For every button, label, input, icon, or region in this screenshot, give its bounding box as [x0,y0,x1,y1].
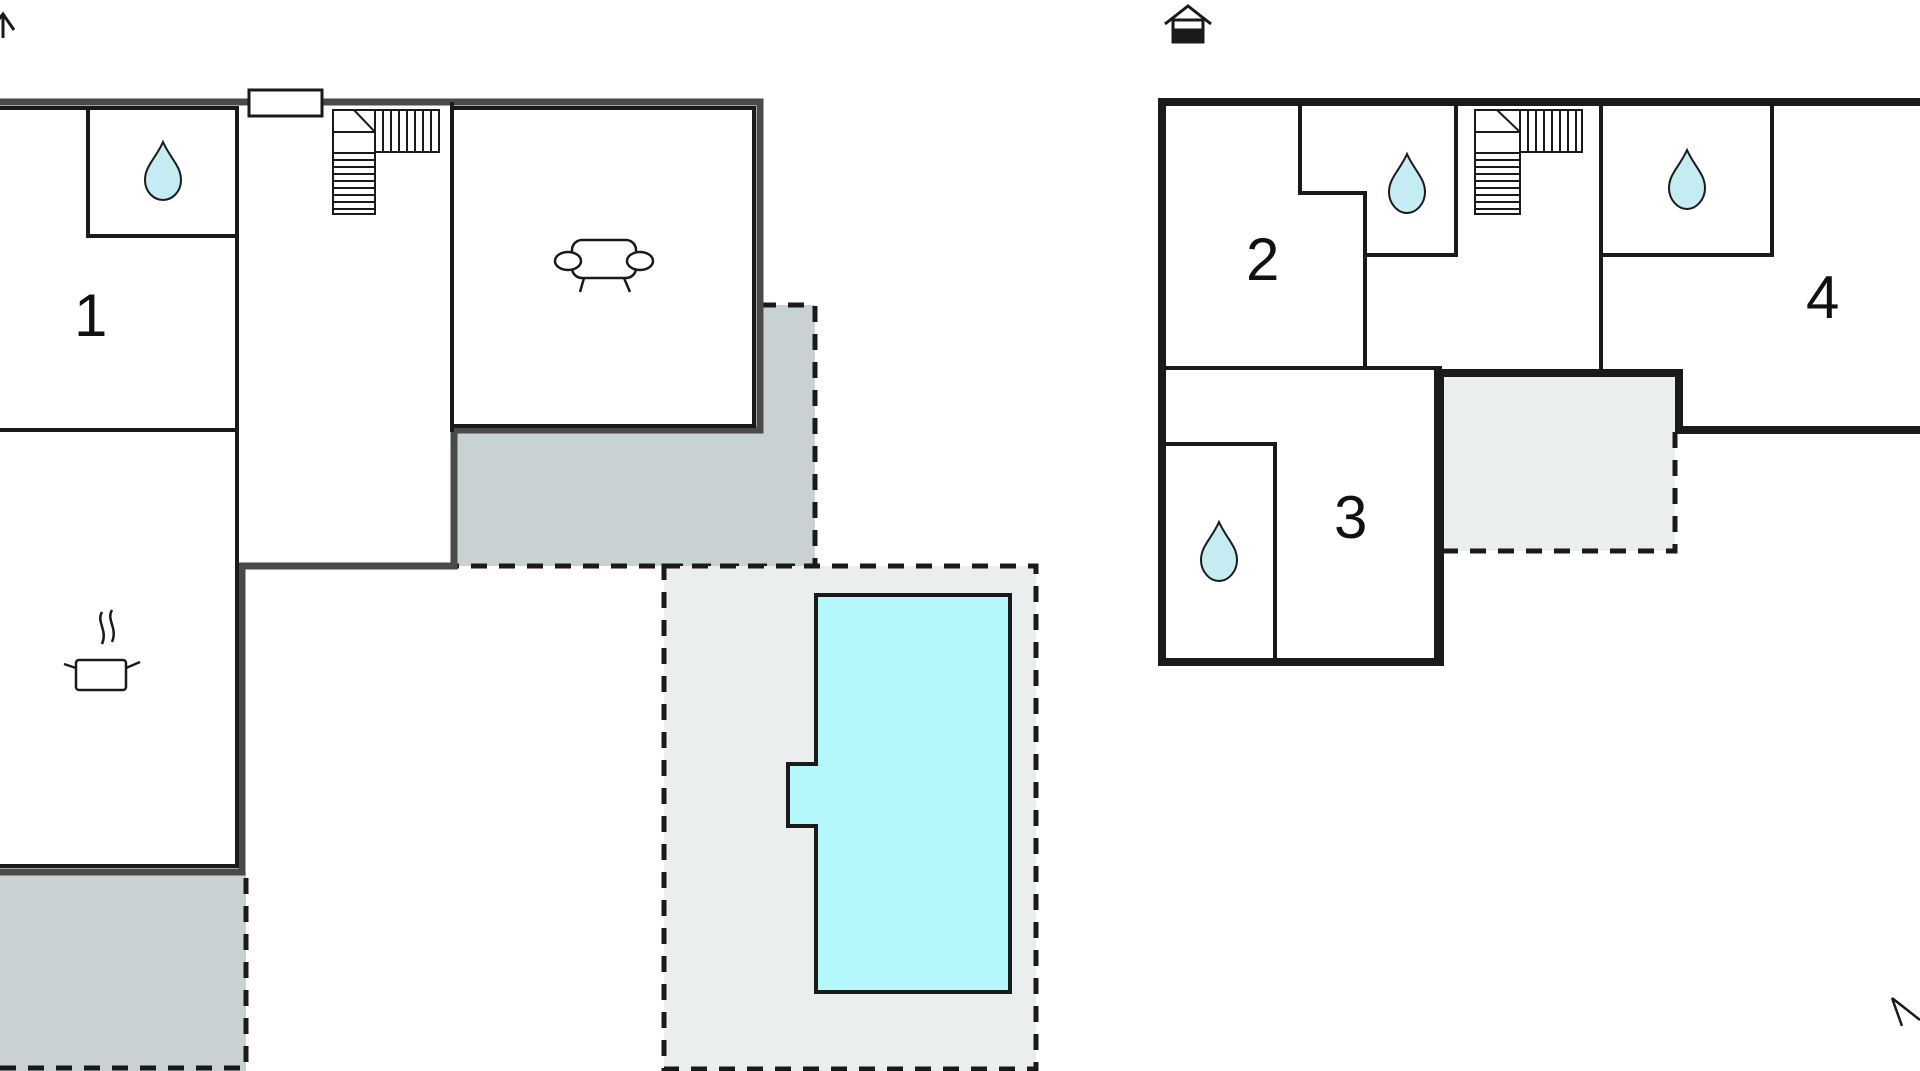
water-drop-icon [1199,519,1239,583]
pool-deck-border [661,563,1039,1071]
upper-floor: 2 3 4 [1158,4,1920,1027]
water-drop-icon [1667,147,1707,211]
water-drop-icon [143,139,183,202]
stairs-icon [1474,109,1583,215]
terrace-bottom-left [0,872,246,1071]
room-number-3: 3 [1334,484,1367,551]
north-arrow-icon [1890,997,1920,1027]
cooking-pot-icon [63,609,141,692]
ground-floor: 1 [0,11,1039,1071]
stairs-icon [332,109,440,215]
house-floor-icon [1164,4,1212,44]
terrace-bottom-left-border [0,872,249,1071]
terrace-center [457,305,815,566]
upper-floor-walls [1158,98,1920,666]
ground-floor-walls [0,98,764,876]
terrace-upper-border [1442,430,1678,554]
terrace-upper [1442,377,1675,551]
water-drop-icon [1387,151,1427,215]
room-number-2: 2 [1246,226,1279,293]
house-up-arrow-icon [0,11,16,38]
window-icon [247,88,324,118]
pool [786,593,1012,994]
sofa-icon [553,238,655,293]
room-number-4: 4 [1806,264,1839,331]
room-number-1: 1 [74,282,107,349]
